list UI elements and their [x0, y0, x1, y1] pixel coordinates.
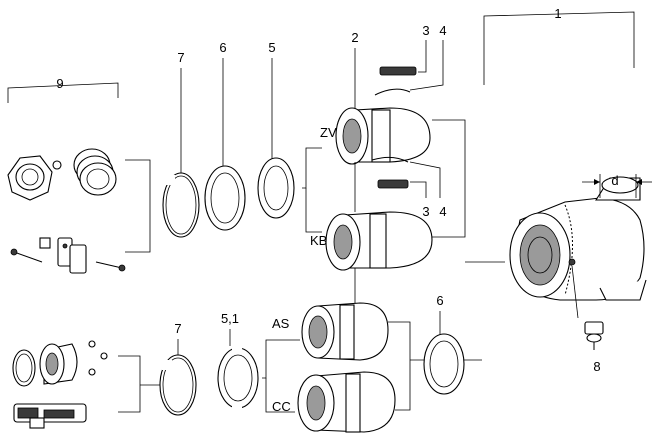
- callout-9: 9: [56, 76, 63, 91]
- callout-3-top: 3: [422, 23, 429, 38]
- snap-ring-part: [162, 172, 200, 238]
- small-balls-part: [88, 340, 108, 376]
- clamp-bolt-set-part: [10, 237, 126, 274]
- dimension-d: [582, 174, 652, 198]
- dimension-d-label: d: [611, 173, 618, 188]
- key-pin-part: [379, 66, 417, 76]
- callout-6-top: 6: [219, 40, 226, 55]
- washer-part: [204, 165, 246, 231]
- callout-3-mid: 3: [422, 204, 429, 219]
- variant-label-as: AS: [272, 316, 290, 331]
- variant-label-cc: CC: [272, 399, 291, 414]
- snap-ring-part-bottom: [159, 354, 197, 416]
- spring-clip-part-2: [371, 156, 409, 163]
- bearing-cup-part: [39, 343, 78, 385]
- callout-8: 8: [593, 359, 600, 374]
- hub-as-part: [301, 302, 389, 361]
- o-ring-part: [12, 349, 36, 387]
- hub-cc-part: [297, 371, 396, 433]
- small-ball-part: [52, 160, 62, 170]
- hub-zv-part: [335, 107, 431, 165]
- yoke-part: [509, 176, 647, 301]
- callout-4-top: 4: [439, 23, 446, 38]
- connector-part: [13, 403, 87, 429]
- callout-5-1: 5,1: [221, 311, 239, 326]
- variant-label-kb: KB: [310, 233, 327, 248]
- grease-nipple-part: [571, 265, 604, 350]
- callout-1: 1: [554, 6, 561, 21]
- key-pin-part-2: [377, 179, 409, 189]
- group-9-leader: [125, 159, 151, 253]
- yoke-cap-part: [7, 155, 53, 201]
- callout-7-top: 7: [177, 50, 184, 65]
- spring-clip-part: [374, 88, 411, 96]
- variant-label-zv: ZV: [320, 125, 337, 140]
- callout-6-right: 6: [436, 293, 443, 308]
- washer-part-right: [423, 333, 465, 395]
- split-ring-part: [217, 345, 259, 411]
- hub-kb-part: [325, 211, 433, 271]
- group-9-bracket: [7, 82, 119, 103]
- thrust-ring-part: [257, 157, 295, 219]
- spring-part: [73, 148, 117, 196]
- callout-7-bottom: 7: [174, 321, 181, 336]
- callout-2: 2: [351, 30, 358, 45]
- callout-4-mid: 4: [439, 204, 446, 219]
- callout-5: 5: [268, 40, 275, 55]
